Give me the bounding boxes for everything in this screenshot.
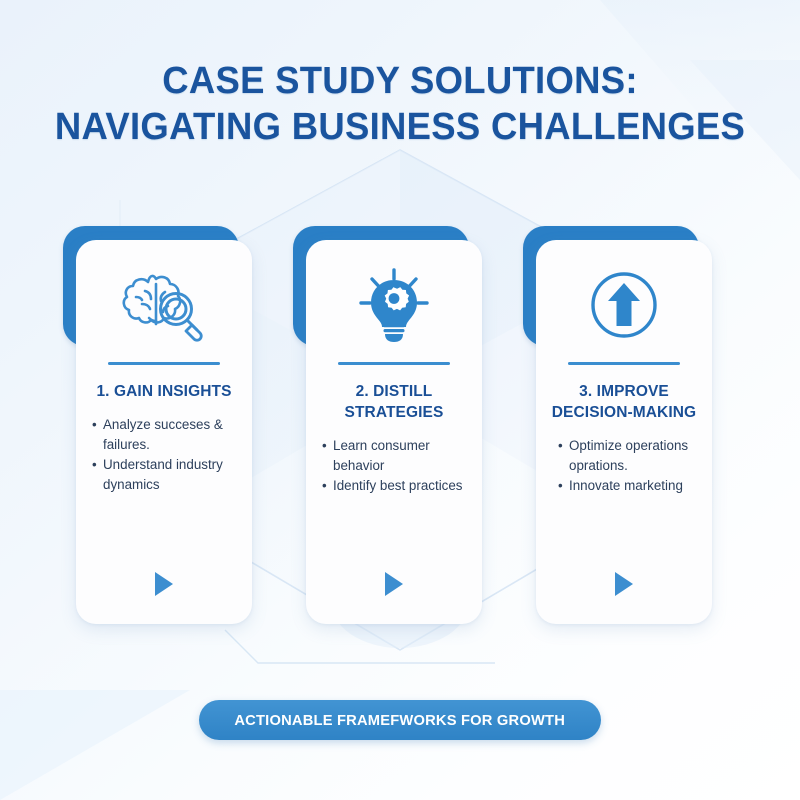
play-triangle-icon[interactable] (383, 571, 405, 602)
lightbulb-gear-icon (352, 266, 436, 344)
card-bullet-list: Learn consumer behavior Identify best pr… (306, 436, 482, 497)
card-divider (108, 362, 220, 365)
card-body: 3. IMPROVE DECISION-MAKING Optimize oper… (536, 240, 712, 624)
card-title: 1. GAIN INSIGHTS (96, 383, 232, 400)
brain-magnifier-icon (118, 266, 210, 344)
card-body: 1. GAIN INSIGHTS Analyze succeses & fail… (76, 240, 252, 624)
list-item: Identify best practices (322, 476, 472, 496)
cta-banner[interactable]: ACTIONABLE FRAMEFWORKS FOR GROWTH (199, 700, 601, 740)
list-item: Innovate marketing (558, 476, 702, 496)
title-line-2: NAVIGATING BUSINESS CHALLENGES (54, 106, 746, 148)
list-item: Learn consumer behavior (322, 436, 472, 475)
play-triangle-icon[interactable] (153, 571, 175, 602)
list-item: Optimize operations oprations. (558, 436, 702, 475)
card-divider (338, 362, 450, 365)
list-item: Understand industry dynamics (92, 455, 242, 494)
card-distill-strategies[interactable]: 2. DISTILL STRATEGIES Learn consumer beh… (293, 226, 482, 624)
play-triangle-icon[interactable] (613, 571, 635, 602)
card-body: 2. DISTILL STRATEGIES Learn consumer beh… (306, 240, 482, 624)
card-title: 2. DISTILL STRATEGIES (344, 383, 444, 421)
card-bullet-list: Optimize operations oprations. Innovate … (536, 436, 712, 497)
cta-banner-label: ACTIONABLE FRAMEFWORKS FOR GROWTH (234, 711, 566, 729)
list-item: Analyze succeses & failures. (92, 415, 242, 454)
card-gain-insights[interactable]: 1. GAIN INSIGHTS Analyze succeses & fail… (63, 226, 252, 624)
card-bullet-list: Analyze succeses & failures. Understand … (76, 415, 252, 495)
page-title: CASE STUDY SOLUTIONS: NAVIGATING BUSINES… (0, 58, 800, 150)
card-improve-decision-making[interactable]: 3. IMPROVE DECISION-MAKING Optimize oper… (523, 226, 712, 624)
card-title: 3. IMPROVE DECISION-MAKING (551, 383, 697, 421)
title-line-1: CASE STUDY SOLUTIONS: (162, 60, 638, 102)
circled-up-arrow-icon (587, 266, 661, 344)
card-row: 1. GAIN INSIGHTS Analyze succeses & fail… (63, 226, 753, 628)
card-divider (568, 362, 680, 365)
